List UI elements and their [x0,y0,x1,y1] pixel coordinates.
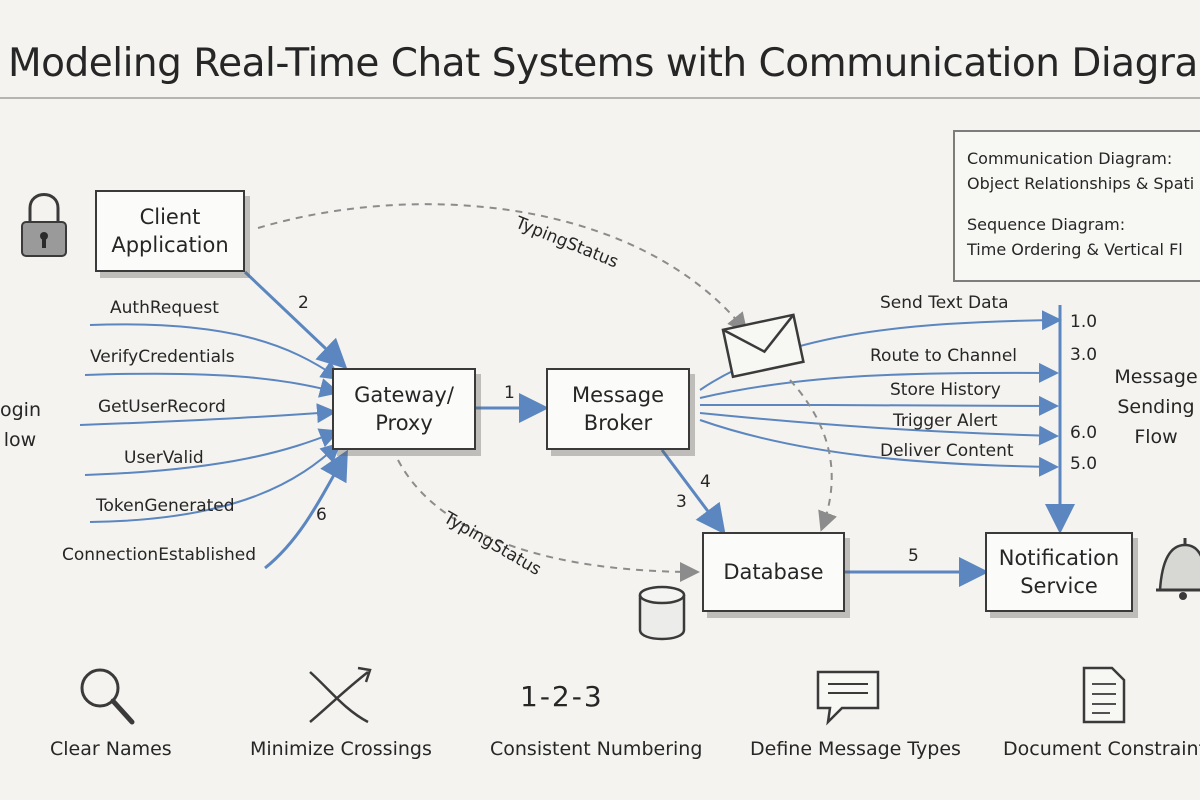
send-arrow-deliver [699,419,1059,477]
node-client-application: Client Application [95,190,245,272]
seq-number-6-0: 6.0 [1070,423,1098,443]
login-arrow-getuser [79,403,337,426]
envelope-icon [721,313,805,379]
typing-dashed-bottom [397,459,700,582]
msg-store-history: Store History [890,380,1001,400]
node-gateway-proxy: Gateway/ Proxy [332,368,476,450]
edge-number-login-return: 6 [316,505,327,525]
seq-diagram-title: Sequence Diagram: [967,215,1126,234]
msg-get-user-record: GetUserRecord [98,397,226,417]
login-arrow-connection [264,449,348,570]
arrow-broker-database [660,449,726,535]
msg-route-to-channel: Route to Channel [870,346,1018,366]
edge-number-database-notification: 5 [908,546,919,566]
edge-number-gateway-broker: 1 [504,383,515,403]
msg-token-generated: TokenGenerated [96,496,235,516]
login-flow-label: ogin low [0,399,42,451]
lock-icon [21,193,67,257]
document-icon [1082,666,1126,724]
login-arrow-verify [84,372,340,398]
best-practice-minimize-crossings: Minimize Crossings [250,738,432,760]
typing-dashed-top [257,203,748,334]
node-message-broker: Message Broker [546,368,690,450]
magnifier-icon [80,668,135,725]
msg-deliver-content: Deliver Content [880,441,1014,461]
send-arrow-store [699,395,1059,416]
best-practice-document-constraints: Document Constraints [1003,738,1200,760]
msg-trigger-alert: Trigger Alert [893,411,998,431]
seq-number-1-0: 1.0 [1070,312,1098,332]
sending-flow-label: Message Sending Flow [1114,366,1198,448]
send-arrow-alert [699,412,1059,446]
crossed-arrows-icon [309,666,372,724]
msg-verify-credentials: VerifyCredentials [90,347,235,367]
typing-dashed-envelope [789,379,837,532]
edge-number-broker-database-4: 4 [700,472,711,492]
title-divider [0,97,1200,99]
seq-diagram-desc: Time Ordering & Vertical Fl [967,240,1183,259]
edge-number-client-gateway: 2 [298,293,309,313]
msg-connection-established: ConnectionEstablished [62,545,256,565]
login-arrow-uservalid [84,428,340,476]
node-database: Database [702,532,845,612]
seq-number-3-0: 3.0 [1070,345,1098,365]
page-title: Modeling Real-Time Chat Systems with Com… [8,41,1200,86]
comm-diagram-desc: Object Relationships & Spati [967,174,1195,193]
best-practice-clear-names: Clear Names [50,738,172,760]
best-practice-define-message-types: Define Message Types [750,738,961,760]
database-cylinder-icon [638,585,686,641]
login-arrow-authrequest [89,323,342,381]
best-practice-consistent-numbering: Consistent Numbering [490,738,703,760]
diagram-comparison-note: Communication Diagram: Object Relationsh… [953,130,1200,282]
node-notification-service: Notification Service [985,532,1133,612]
msg-user-valid: UserValid [124,448,204,468]
speech-bubble-icon [816,670,880,726]
send-arrow-route [699,362,1059,399]
numbering-glyph: 1-2-3 [520,680,604,713]
arrow-client-gateway [243,270,348,370]
comm-diagram-title: Communication Diagram: [967,149,1173,168]
bell-icon [1156,538,1200,600]
seq-number-5-0: 5.0 [1070,454,1098,474]
msg-send-text-data: Send Text Data [880,293,1009,313]
edge-number-broker-database-3: 3 [676,492,687,512]
msg-auth-request: AuthRequest [110,298,219,318]
